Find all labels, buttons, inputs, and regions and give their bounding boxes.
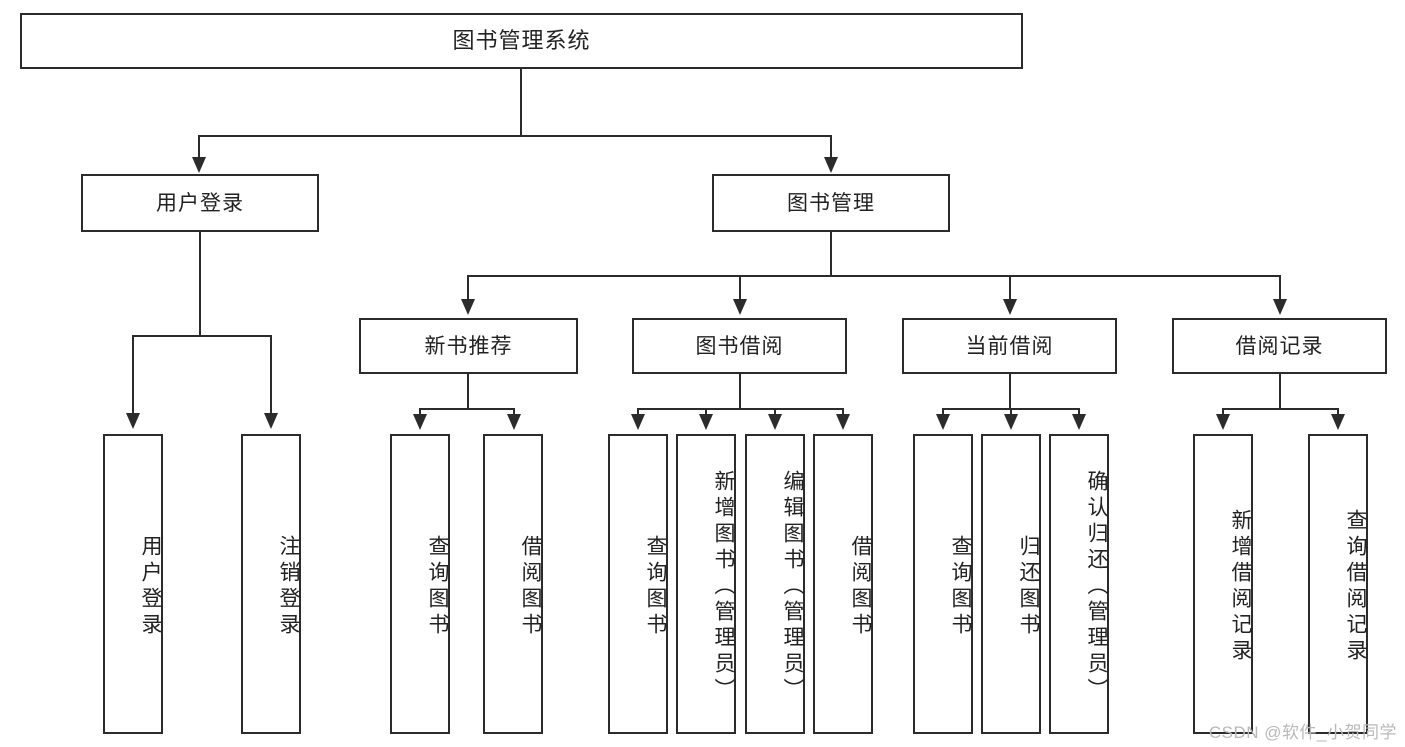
arrow-down-icon xyxy=(1331,414,1345,430)
leaf-confirm-return-admin[interactable]: 确认归还（管理员） xyxy=(1049,434,1109,734)
connector-newbook-bar xyxy=(419,408,515,410)
node-label: 图书管理 xyxy=(787,191,875,215)
leaf-edit-book-admin[interactable]: 编辑图书（管理员） xyxy=(745,434,805,734)
connector-borrowrecord-drop-1 xyxy=(1222,408,1224,415)
connector-newbook-drop-1 xyxy=(419,408,421,415)
node-root-library-management-system[interactable]: 图书管理系统 xyxy=(20,13,1023,69)
connector-bookmgmt-drop-2 xyxy=(739,275,741,301)
node-label: 归还图书 xyxy=(1017,535,1040,639)
connector-userlogin-trunk xyxy=(199,232,201,335)
node-label: 图书借阅 xyxy=(695,334,784,358)
connector-bookborrow-trunk xyxy=(739,374,741,409)
node-label: 编辑图书（管理员） xyxy=(781,470,804,704)
arrow-down-icon xyxy=(126,413,140,429)
connector-root-trunk xyxy=(520,69,522,135)
node-label: 当前借阅 xyxy=(965,334,1054,358)
arrow-down-icon xyxy=(1216,414,1230,430)
arrow-down-icon xyxy=(507,414,521,430)
connector-root-drop-1 xyxy=(198,135,200,159)
connector-bookmgmt-bar xyxy=(467,275,1281,277)
node-book-management[interactable]: 图书管理 xyxy=(712,174,950,232)
arrow-down-icon xyxy=(733,299,747,315)
node-label: 查询图书 xyxy=(426,535,449,639)
arrow-down-icon xyxy=(1003,299,1017,315)
connector-borrowrecord-trunk xyxy=(1279,374,1281,409)
arrow-down-icon xyxy=(192,157,206,173)
connector-userlogin-drop-2 xyxy=(270,335,272,415)
connector-root-bar xyxy=(198,135,832,137)
node-label: 新增图书（管理员） xyxy=(712,470,735,704)
node-label: 查询图书 xyxy=(644,535,667,639)
node-current-borrow[interactable]: 当前借阅 xyxy=(902,318,1117,374)
node-label: 新增借阅记录 xyxy=(1229,509,1252,665)
node-borrow-record[interactable]: 借阅记录 xyxy=(1172,318,1387,374)
connector-userlogin-bar xyxy=(132,335,271,337)
connector-borrowrecord-drop-2 xyxy=(1337,408,1339,415)
node-label: 借阅图书 xyxy=(849,535,872,639)
node-label: 查询借阅记录 xyxy=(1344,509,1367,665)
leaf-query-book-newbook[interactable]: 查询图书 xyxy=(390,434,450,734)
connector-bookmgmt-drop-1 xyxy=(467,275,469,301)
node-label: 用户登录 xyxy=(156,191,244,215)
node-label: 确认归还（管理员） xyxy=(1085,470,1108,704)
arrow-down-icon xyxy=(1273,299,1287,315)
leaf-borrow-book-newbook[interactable]: 借阅图书 xyxy=(483,434,543,734)
arrow-down-icon xyxy=(264,413,278,429)
connector-bookborrow-drop-2 xyxy=(705,408,707,415)
connector-currentborrow-drop-3 xyxy=(1078,408,1080,415)
arrow-down-icon xyxy=(631,414,645,430)
node-label: 注销登录 xyxy=(277,535,300,639)
connector-bookborrow-drop-4 xyxy=(842,408,844,415)
arrow-down-icon xyxy=(461,299,475,315)
connector-bookborrow-drop-1 xyxy=(637,408,639,415)
connector-currentborrow-drop-1 xyxy=(942,408,944,415)
arrow-down-icon xyxy=(824,157,838,173)
arrow-down-icon xyxy=(699,414,713,430)
leaf-user-login[interactable]: 用户登录 xyxy=(103,434,163,734)
connector-currentborrow-trunk xyxy=(1009,374,1011,409)
leaf-return-book[interactable]: 归还图书 xyxy=(981,434,1041,734)
arrow-down-icon xyxy=(936,414,950,430)
watermark-text: CSDN @软件_小贺同学 xyxy=(1208,723,1397,742)
node-label: 借阅记录 xyxy=(1235,334,1324,358)
leaf-logout[interactable]: 注销登录 xyxy=(241,434,301,734)
leaf-query-book-borrow[interactable]: 查询图书 xyxy=(608,434,668,734)
node-label: 用户登录 xyxy=(139,535,162,639)
connector-userlogin-drop-1 xyxy=(132,335,134,415)
node-new-book-recommendation[interactable]: 新书推荐 xyxy=(359,318,578,374)
leaf-query-borrow-record[interactable]: 查询借阅记录 xyxy=(1308,434,1368,734)
node-label: 借阅图书 xyxy=(519,535,542,639)
connector-borrowrecord-bar xyxy=(1222,408,1338,410)
connector-bookborrow-bar xyxy=(637,408,843,410)
leaf-add-book-admin[interactable]: 新增图书（管理员） xyxy=(676,434,736,734)
node-label: 查询图书 xyxy=(949,535,972,639)
arrow-down-icon xyxy=(1004,414,1018,430)
connector-bookborrow-drop-3 xyxy=(774,408,776,415)
connector-currentborrow-drop-2 xyxy=(1010,408,1012,415)
connector-newbook-drop-2 xyxy=(513,408,515,415)
node-book-borrow[interactable]: 图书借阅 xyxy=(632,318,847,374)
arrow-down-icon xyxy=(768,414,782,430)
node-label: 图书管理系统 xyxy=(452,28,591,53)
node-user-login[interactable]: 用户登录 xyxy=(81,174,319,232)
connector-bookmgmt-drop-4 xyxy=(1279,275,1281,301)
arrow-down-icon xyxy=(413,414,427,430)
node-label: 新书推荐 xyxy=(424,334,513,358)
leaf-borrow-book[interactable]: 借阅图书 xyxy=(813,434,873,734)
connector-bookmgmt-trunk xyxy=(830,232,832,275)
leaf-add-borrow-record[interactable]: 新增借阅记录 xyxy=(1193,434,1253,734)
arrow-down-icon xyxy=(1072,414,1086,430)
connector-root-drop-2 xyxy=(830,135,832,159)
connector-newbook-trunk xyxy=(467,374,469,409)
connector-bookmgmt-drop-3 xyxy=(1009,275,1011,301)
arrow-down-icon xyxy=(836,414,850,430)
leaf-query-book-current[interactable]: 查询图书 xyxy=(913,434,973,734)
